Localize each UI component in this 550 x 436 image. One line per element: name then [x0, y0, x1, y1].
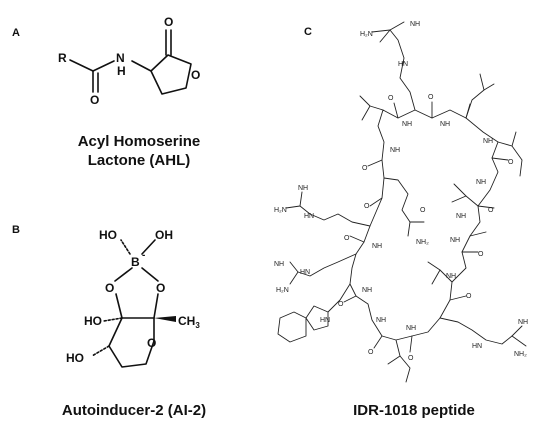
atom-ho-top-left: HO — [99, 228, 117, 242]
label-o-6: O — [488, 207, 494, 214]
label-h2n-arg2: H₂N — [274, 207, 287, 214]
label-nh-1: NH — [402, 121, 412, 128]
label-o-4: O — [508, 159, 514, 166]
label-o-8: O — [478, 251, 484, 258]
label-hn-trp: HN — [320, 317, 330, 324]
label-nh-2: NH — [440, 121, 450, 128]
peptide-structure: NH H₂N HN O O NH NH NH NH O O NH O O NH₂… — [274, 21, 528, 383]
atom-o-right: O — [156, 281, 165, 295]
label-o-5: O — [420, 207, 426, 214]
label-o-7: O — [364, 203, 370, 210]
caption-a-line1: Acyl Homoserine — [78, 133, 201, 150]
label-hn-arg3: HN — [300, 269, 310, 276]
atom-ho-low: HO — [66, 351, 84, 365]
label-nh-3: NH — [483, 138, 493, 145]
label-o-11: O — [338, 301, 344, 308]
label-nh-11: NH — [406, 325, 416, 332]
label-hn-arg1: HN — [398, 61, 408, 68]
atom-r: R — [58, 51, 67, 65]
label-o-13: O — [368, 349, 374, 356]
atom-o-ring: O — [191, 68, 200, 82]
label-o-3: O — [362, 165, 368, 172]
atom-oh-top-right: OH — [155, 228, 173, 242]
atom-ho-mid: HO — [84, 314, 102, 328]
panel-letter-b: B — [12, 224, 20, 236]
label-nh-arg3: NH — [274, 261, 284, 268]
panel-b: B HO OH B - O O — [12, 224, 206, 419]
atom-o-ring: O — [147, 336, 156, 350]
atom-o-ring-carbonyl: O — [164, 15, 173, 29]
label-nh-5: NH — [476, 179, 486, 186]
label-nh-arg1: NH — [410, 21, 420, 28]
label-nh-8: NH — [372, 243, 382, 250]
label-hn-arg4: HN — [472, 343, 482, 350]
ahl-structure: R N H O O O — [58, 15, 200, 107]
label-o-2: O — [428, 94, 434, 101]
label-o-1: O — [388, 95, 394, 102]
caption-a-line2: Lactone (AHL) — [88, 152, 191, 169]
peptide-labels: NH H₂N HN O O NH NH NH NH O O NH O O NH₂… — [274, 21, 528, 362]
ai2-structure: HO OH B - O O HO CH3 HO O — [66, 228, 200, 368]
atom-n: N — [116, 51, 125, 65]
label-nh-arg4: NH — [518, 319, 528, 326]
caption-c: IDR-1018 peptide — [353, 402, 475, 419]
panel-letter-a: A — [12, 27, 20, 39]
label-nh-7: NH — [450, 237, 460, 244]
panel-letter-c: C — [304, 26, 312, 38]
label-nh-6: NH — [456, 213, 466, 220]
atom-h: H — [117, 64, 126, 78]
label-nh-12: NH — [376, 317, 386, 324]
atom-o-left: O — [105, 281, 114, 295]
label-nh2-gln: NH₂ — [416, 239, 429, 246]
label-nh-9: NH — [362, 287, 372, 294]
caption-b: Autoinducer-2 (AI-2) — [62, 402, 206, 419]
boron-charge: - — [142, 250, 145, 261]
atom-ch3: CH3 — [178, 314, 200, 330]
label-h2n-arg3: H₂N — [276, 287, 289, 294]
label-o-9: O — [344, 235, 350, 242]
label-nh-10: NH — [446, 273, 456, 280]
label-hn-arg2: HN — [304, 213, 314, 220]
panel-a: A R N H O O O Acyl Homoserine Lactone (A… — [12, 15, 200, 169]
label-nh-4: NH — [390, 147, 400, 154]
panel-c: C — [274, 21, 528, 419]
label-nh2-arg4: NH₂ — [514, 351, 527, 358]
label-h2n-arg1: H₂N — [360, 31, 373, 38]
label-o-10: O — [466, 293, 472, 300]
label-nh-arg2: NH — [298, 185, 308, 192]
atom-boron: B — [131, 255, 140, 269]
label-o-12: O — [408, 355, 414, 362]
atom-o-amide: O — [90, 93, 99, 107]
